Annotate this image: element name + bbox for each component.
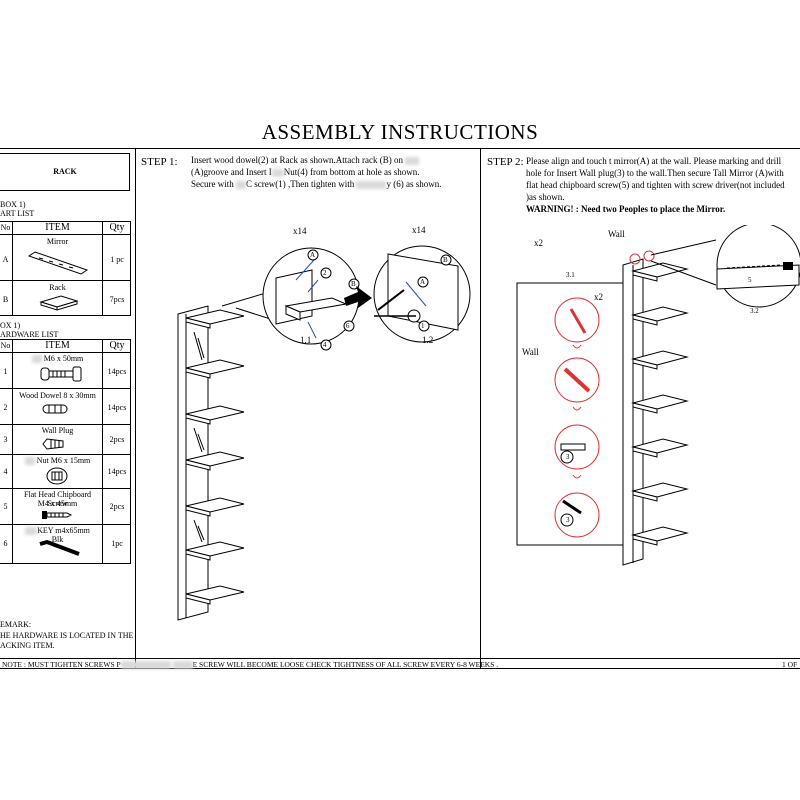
part-list-label: ART LIST xyxy=(0,209,35,218)
step2-warning: WARNING! : Need two Peoples to place the… xyxy=(526,204,726,214)
callout-6: 6 xyxy=(346,322,350,330)
inner-qty: x2 xyxy=(594,292,603,302)
detail-3-1-label: 3.1 xyxy=(566,271,575,279)
page-title: ASSEMBLY INSTRUCTIONS xyxy=(261,120,539,144)
wood-dowel-icon xyxy=(42,404,68,414)
detail-1-2-label: 1.2 xyxy=(422,335,434,345)
parts-panel: RACK BOX 1) ART LIST No ITEM Qty A Mirro… xyxy=(0,148,135,658)
wall-plug-step xyxy=(554,424,600,470)
step2-instructions: Please align and touch t mirror(A) at th… xyxy=(526,155,798,215)
divider-parts xyxy=(135,148,136,669)
wall-label: Wall xyxy=(608,229,625,239)
callout-a-2: A xyxy=(420,278,426,286)
col-header-no: No xyxy=(0,223,11,232)
allen-key-icon xyxy=(39,540,80,556)
inner-wall-label: Wall xyxy=(522,347,539,357)
step1-instructions: Insert wood dowel(2) at Rack as shown.At… xyxy=(191,155,442,189)
col-header-item: ITEM xyxy=(45,222,70,233)
detail-3-2-circle xyxy=(716,225,800,308)
nut-icon xyxy=(46,467,68,485)
hammer-step xyxy=(554,492,600,538)
mirror-icon xyxy=(27,251,89,275)
callout-4: 4 xyxy=(323,341,327,349)
hw-header-item: ITEM xyxy=(45,340,70,351)
product-name-box xyxy=(0,153,130,191)
callout-3a: 3 xyxy=(566,453,570,461)
shelf-tower xyxy=(177,305,245,621)
step2-diagram xyxy=(516,225,800,566)
callout-a: A xyxy=(310,251,316,259)
callout-3b: 3 xyxy=(566,516,570,524)
bolt-icon xyxy=(40,366,82,382)
callout-b-2: B xyxy=(443,256,448,264)
instruction-frame xyxy=(0,148,800,669)
col-header-qty: Qty xyxy=(109,222,125,233)
hw-header-qty: Qty xyxy=(109,340,125,351)
note-divider xyxy=(0,658,800,659)
hardware-box-label: OX 1) xyxy=(0,321,21,330)
footer-note: NOTE : MUST TIGHTEN SCREWS P E SCREW WIL… xyxy=(2,660,499,670)
detail-1-2-circle xyxy=(343,245,471,343)
wall-plug-icon xyxy=(42,438,64,450)
hw-header-no: No xyxy=(0,341,11,350)
callout-b: B xyxy=(351,280,356,288)
hardware-table: No ITEM Qty 1 M6 x 50mm 14pcs 2 Wood Dow… xyxy=(0,339,131,564)
callout-1: 1 xyxy=(421,322,425,330)
part-table: No ITEM Qty A Mirror 1 pc B Rack 7pcs xyxy=(0,221,131,316)
step1-qty-left: x14 xyxy=(293,226,307,236)
step1-label: STEP 1: xyxy=(141,156,178,168)
rack-shelf-icon xyxy=(39,295,79,311)
callout-2: 2 xyxy=(323,269,327,277)
detail-1-1-circle xyxy=(262,247,360,351)
detail-1-1-label: 1.1 xyxy=(300,335,312,345)
remark-line-1: HE HARDWARE IS LOCATED IN THE xyxy=(0,631,134,640)
page-number: 1 OF xyxy=(782,660,798,669)
step2-qty: x2 xyxy=(534,238,543,248)
remark-line-2: ACKING ITEM. xyxy=(0,641,55,650)
step1-qty-right: x14 xyxy=(412,225,426,235)
callout-5: 5 xyxy=(748,276,752,284)
detail-3-2-label: 3.2 xyxy=(750,307,759,315)
divider-steps xyxy=(480,148,481,669)
hardware-list-label: ARDWARE LIST xyxy=(0,330,59,339)
chipboard-screw-icon xyxy=(42,511,73,519)
step1-diagram xyxy=(177,245,471,621)
remark-label: EMARK: xyxy=(0,620,32,629)
product-name: RACK xyxy=(53,167,77,176)
wall-drill-step-2 xyxy=(554,357,600,403)
wall-drill-step-1 xyxy=(554,297,600,343)
step2-label: STEP 2: xyxy=(487,156,524,168)
box-label: BOX 1) xyxy=(0,200,26,209)
